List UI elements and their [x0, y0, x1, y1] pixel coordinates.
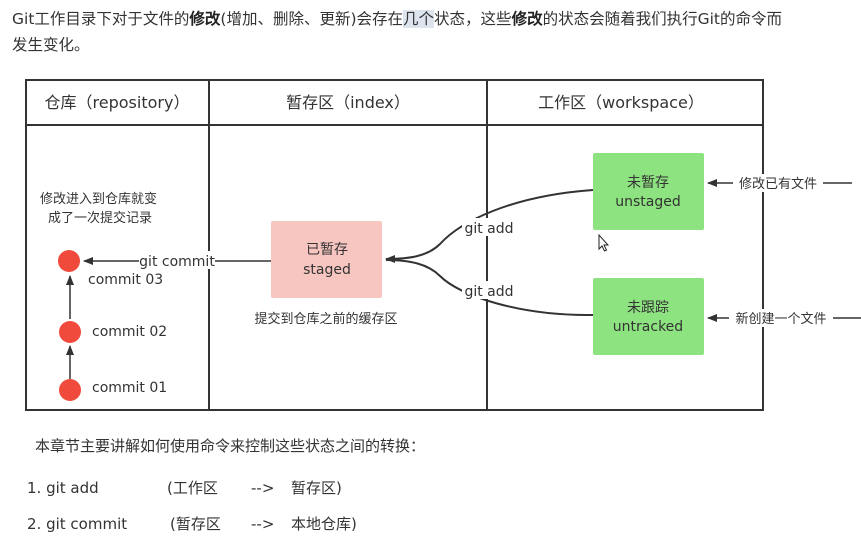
intro-line-1: Git工作目录下对于文件的修改(增加、删除、更新)会存在几个状态，这些修改的状态…	[12, 10, 782, 28]
create-new-label: 新创建一个文件	[735, 311, 826, 327]
bold-modify-2: 修改	[511, 10, 543, 28]
bold-modify-1: 修改	[189, 10, 221, 28]
git-states-diagram: 仓库（repository） 暂存区（index） 工作区（workspace）…	[25, 79, 861, 411]
git-add-edge-untracked	[385, 259, 594, 317]
list-from: (暂存区	[170, 515, 221, 533]
header-workspace: 工作区（workspace）	[538, 93, 704, 112]
git-add-lower-label: git add	[464, 284, 513, 300]
git-add-edge-unstaged	[385, 189, 594, 263]
repo-note-line-1: 修改进入到仓库就变	[40, 191, 157, 207]
untracked-label-en: untracked	[613, 319, 683, 335]
mouse-cursor-icon	[598, 233, 610, 252]
unstaged-label-en: unstaged	[615, 194, 681, 210]
staged-box	[271, 221, 382, 298]
highlighted-word: 几个	[403, 10, 435, 28]
chapter-summary: 本章节主要讲解如何使用命令来控制这些状态之间的转换：	[35, 437, 426, 455]
git-commit-label: git commit	[139, 254, 215, 270]
header-repository: 仓库（repository）	[45, 93, 190, 112]
untracked-label-cn: 未跟踪	[627, 300, 669, 316]
commit-02-dot	[59, 321, 81, 343]
unstaged-box	[593, 153, 704, 230]
diagram-frame	[25, 79, 764, 411]
list-arrow: -->	[251, 479, 275, 497]
modify-existing-label-bg	[733, 174, 823, 192]
unstaged-label-cn: 未暂存	[627, 175, 669, 191]
git-add-upper-label-bg	[462, 218, 516, 236]
git-commit-label-bg	[139, 251, 215, 269]
list-from: (工作区	[167, 479, 218, 497]
header-index: 暂存区（index）	[286, 93, 410, 112]
repo-note-line-2: 成了一次提交记录	[48, 210, 152, 226]
staged-note: 提交到仓库之前的缓存区	[254, 311, 397, 327]
commit-01-label: commit 01	[92, 380, 167, 396]
staged-label-cn: 已暂存	[306, 242, 348, 258]
untracked-box	[593, 278, 704, 355]
list-to: 暂存区)	[291, 479, 342, 497]
git-add-lower-label-bg	[462, 281, 516, 299]
create-new-label-bg	[729, 309, 833, 327]
commit-02-label: commit 02	[92, 324, 167, 340]
commit-03-label: commit 03	[88, 272, 163, 288]
list-cmd: 2. git commit	[27, 515, 128, 533]
list-arrow: -->	[251, 515, 275, 533]
list-cmd: 1. git add	[27, 479, 99, 497]
list-to: 本地仓库)	[291, 515, 357, 533]
git-add-upper-label: git add	[464, 221, 513, 237]
intro-paragraph: Git工作目录下对于文件的修改(增加、删除、更新)会存在几个状态，这些修改的状态…	[12, 6, 861, 58]
commit-03-dot	[58, 250, 80, 272]
modify-existing-label: 修改已有文件	[739, 177, 817, 192]
intro-line-2: 发生变化。	[12, 36, 90, 54]
commit-01-dot	[59, 379, 81, 401]
staged-label-en: staged	[303, 262, 351, 278]
